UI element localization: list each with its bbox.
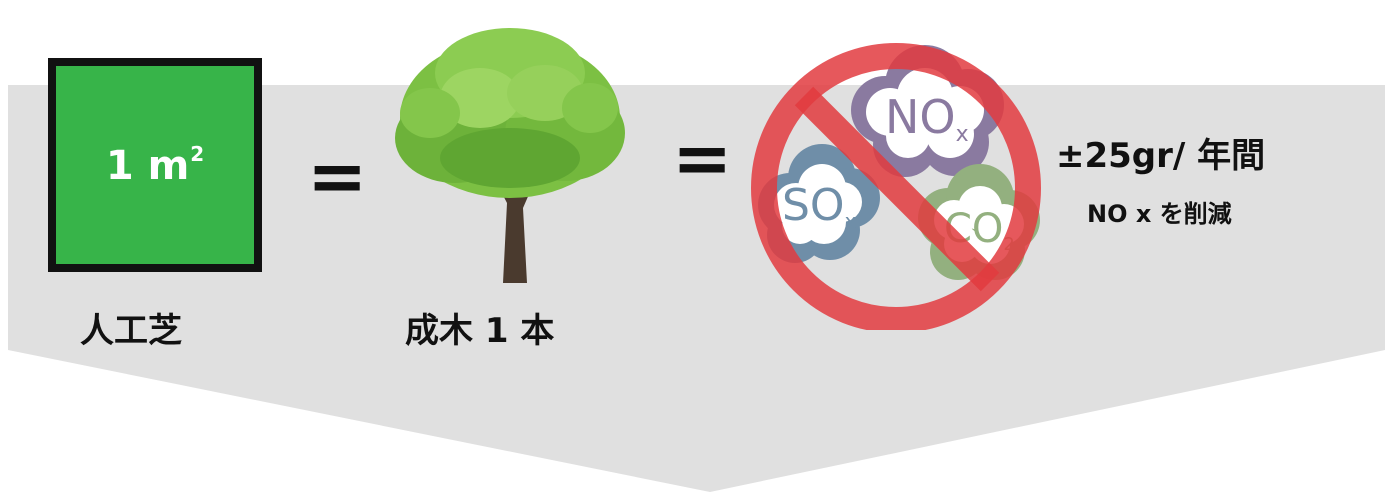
- no-pollution-icon: SOx NOx CO2: [751, 43, 1041, 330]
- tree-label: 成木 1 本: [405, 311, 555, 351]
- svg-text:SOx: SOx: [782, 180, 857, 233]
- prohibition-icon: [751, 43, 1041, 330]
- equals-sign-2: =: [672, 116, 733, 200]
- no-cloud-icon: NOx: [851, 45, 1004, 177]
- turf-area-text: 1 m2: [105, 141, 205, 189]
- reduction-description: NO x を削減: [1087, 200, 1232, 228]
- svg-text:NOx: NOx: [885, 90, 969, 147]
- tree-icon: [395, 28, 625, 283]
- reduction-amount: ±25gr/ 年間: [1056, 136, 1266, 176]
- turf-label: 人工芝: [80, 311, 182, 351]
- equals-sign-1: =: [307, 134, 368, 218]
- turf-square: 1 m2: [48, 58, 262, 272]
